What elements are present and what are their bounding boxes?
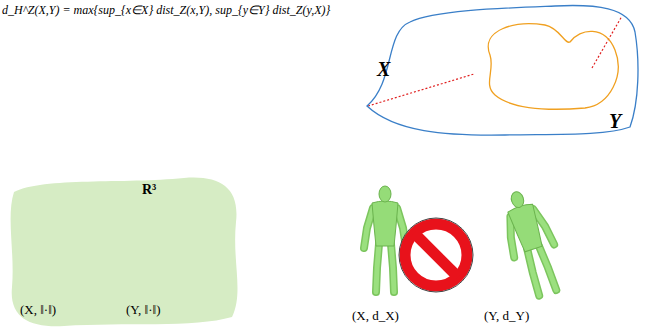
node-label: X [377,58,390,81]
set-region: XY [355,2,640,138]
node-label: Y [609,110,621,133]
space-label: (Y, d_Y) [484,308,529,324]
node-label: (X, ‖·‖) [20,302,56,318]
outline [355,2,640,138]
space-panel: R³ (X, ‖·‖) (Y, ‖·‖) [4,172,244,328]
set-region: Y [475,20,625,134]
outline [475,20,625,134]
node-label: (Y, ‖·‖) [126,302,161,318]
formula: d_H^Z(X,Y) = max{sup_{x∈X} dist_Z(x,Y), … [2,3,330,18]
node-label: R³ [142,182,156,198]
space-label: (X, d_X) [352,308,399,324]
